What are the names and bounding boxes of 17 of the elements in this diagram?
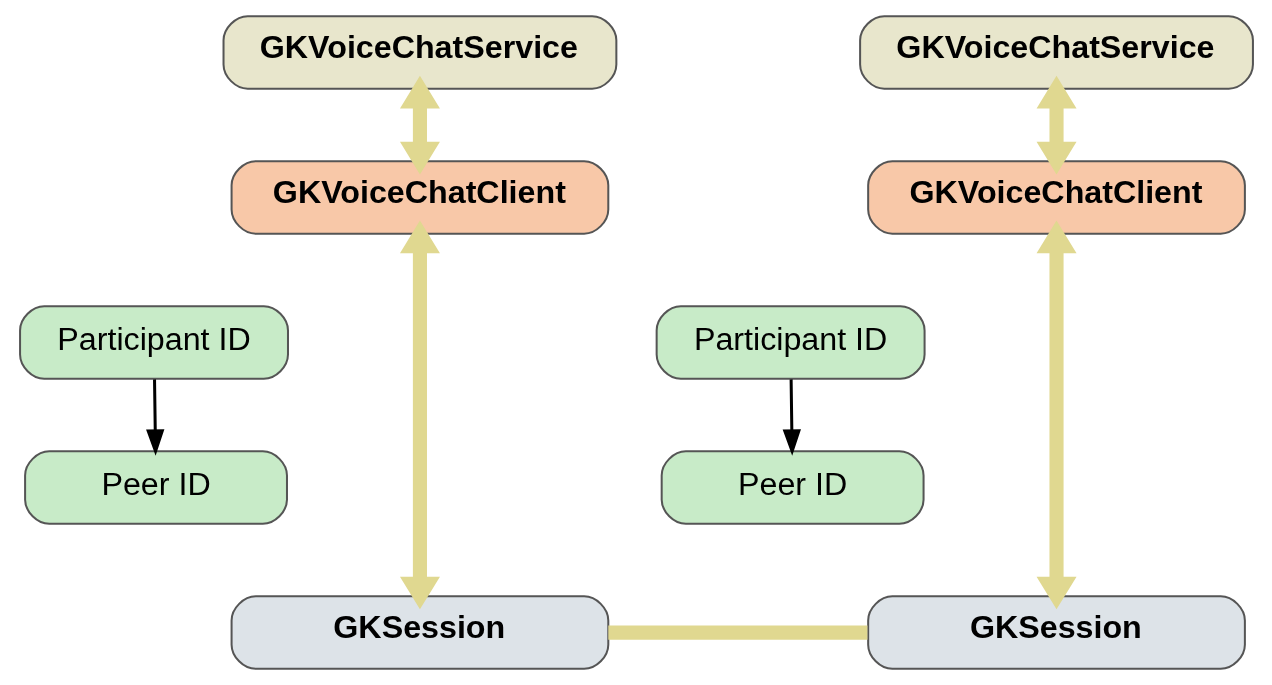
node-box: Participant ID xyxy=(655,305,926,380)
node-box: Participant ID xyxy=(18,305,289,380)
node-box: GKVoiceChatService xyxy=(858,15,1254,90)
arrow xyxy=(145,379,164,456)
connector xyxy=(607,625,867,640)
node-box: GKSession xyxy=(866,595,1246,670)
node-box: GKVoiceChatService xyxy=(222,15,617,90)
node-box: GKSession xyxy=(230,595,609,670)
node-box: GKVoiceChatClient xyxy=(866,160,1246,235)
arrow xyxy=(1036,75,1077,175)
node-box: Peer ID xyxy=(23,450,288,525)
node-box: Peer ID xyxy=(660,450,925,525)
arrow xyxy=(399,220,440,610)
arrow xyxy=(1036,220,1077,610)
node-box: GKVoiceChatClient xyxy=(230,160,609,235)
arrow xyxy=(399,75,440,175)
arrow xyxy=(782,379,801,456)
